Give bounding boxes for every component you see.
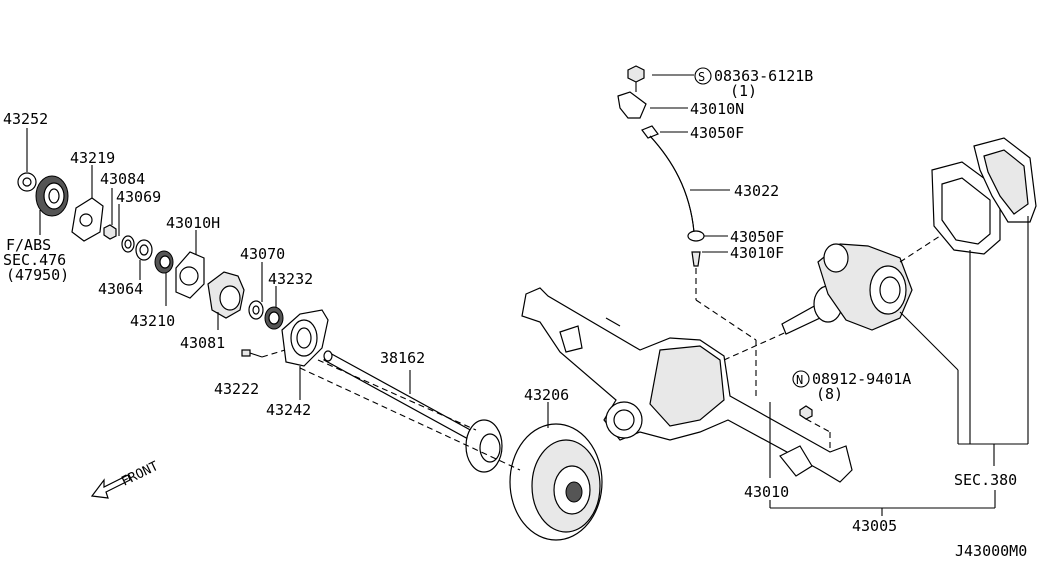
label-43070: 43070 <box>240 245 285 263</box>
clip-43050f-top <box>641 125 688 139</box>
label-43084: 43084 <box>100 170 145 188</box>
sensor-rotor-43252 <box>17 128 37 192</box>
nut-08912 <box>799 405 831 452</box>
label-43222: 43222 <box>214 380 259 398</box>
axle-shaft-38162 <box>317 350 503 473</box>
label-43242: 43242 <box>266 401 311 419</box>
axle-housing-43010 <box>521 287 853 483</box>
label-43206: 43206 <box>524 386 569 404</box>
label-43010n: 43010N <box>690 100 744 118</box>
label-47950: (47950) <box>6 266 69 284</box>
label-43219: 43219 <box>70 149 115 167</box>
label-43081: 43081 <box>180 334 225 352</box>
label-s-prefix: S <box>698 70 705 84</box>
label-sec476: SEC.476 <box>3 251 66 269</box>
bearing-43064 <box>135 239 153 280</box>
clip-43050f-bottom <box>687 230 728 242</box>
breather-connector-43010f <box>691 251 757 400</box>
oil-seal-43210 <box>154 250 174 306</box>
label-n-prefix: N <box>796 373 803 387</box>
lock-nut-43084 <box>103 188 117 240</box>
spacer-43081 <box>207 271 245 330</box>
abs-sensor-ring <box>35 175 69 235</box>
housing-to-differential-dash <box>723 325 801 361</box>
seal-43232 <box>264 286 284 330</box>
label-43010f: 43010F <box>730 244 784 262</box>
ring-43070 <box>248 262 264 320</box>
label-43210: 43210 <box>130 312 175 330</box>
label-43069: 43069 <box>116 188 161 206</box>
label-sec380: SEC.380 <box>954 471 1017 489</box>
brake-drum-43206 <box>299 367 603 541</box>
label-38162: 38162 <box>380 349 425 367</box>
label-fabs: F/ABS <box>6 236 51 254</box>
differential-carrier <box>781 209 981 444</box>
label-43064: 43064 <box>98 280 143 298</box>
label-43050f-top: 43050F <box>690 124 744 142</box>
label-43232: 43232 <box>268 270 313 288</box>
gasket-43219 <box>71 165 104 242</box>
n-circle-icon <box>792 370 810 388</box>
diagram-id: J43000M0 <box>955 542 1027 560</box>
label-qty-1: (1) <box>730 82 757 100</box>
s-circle-icon <box>694 67 712 85</box>
bearing-cage-43010h <box>175 230 205 299</box>
washer-43069 <box>118 204 135 253</box>
gasket-plate <box>931 161 1001 444</box>
label-43005: 43005 <box>852 517 897 535</box>
label-front: FRONT <box>119 459 161 490</box>
label-43022: 43022 <box>734 182 779 200</box>
breather-bolt-08363 <box>627 65 694 92</box>
label-08912-9401a: 08912-9401A <box>812 370 911 388</box>
bracket-lines-43005 <box>769 490 996 516</box>
breather-hose-43022 <box>649 135 730 233</box>
backing-plate-43242 <box>281 309 329 400</box>
label-43050f-bottom: 43050F <box>730 228 784 246</box>
sec380-bracket <box>958 443 1028 466</box>
label-43010h: 43010H <box>166 214 220 232</box>
label-qty-8: (8) <box>816 385 843 403</box>
label-43252: 43252 <box>3 110 48 128</box>
rear-cover <box>973 137 1037 444</box>
front-arrow-icon <box>90 474 131 499</box>
label-08363-6121b: 08363-6121B <box>714 67 813 85</box>
bolt-43222 <box>241 349 286 358</box>
label-43010: 43010 <box>744 483 789 501</box>
breather-bracket-43010n <box>617 91 688 119</box>
